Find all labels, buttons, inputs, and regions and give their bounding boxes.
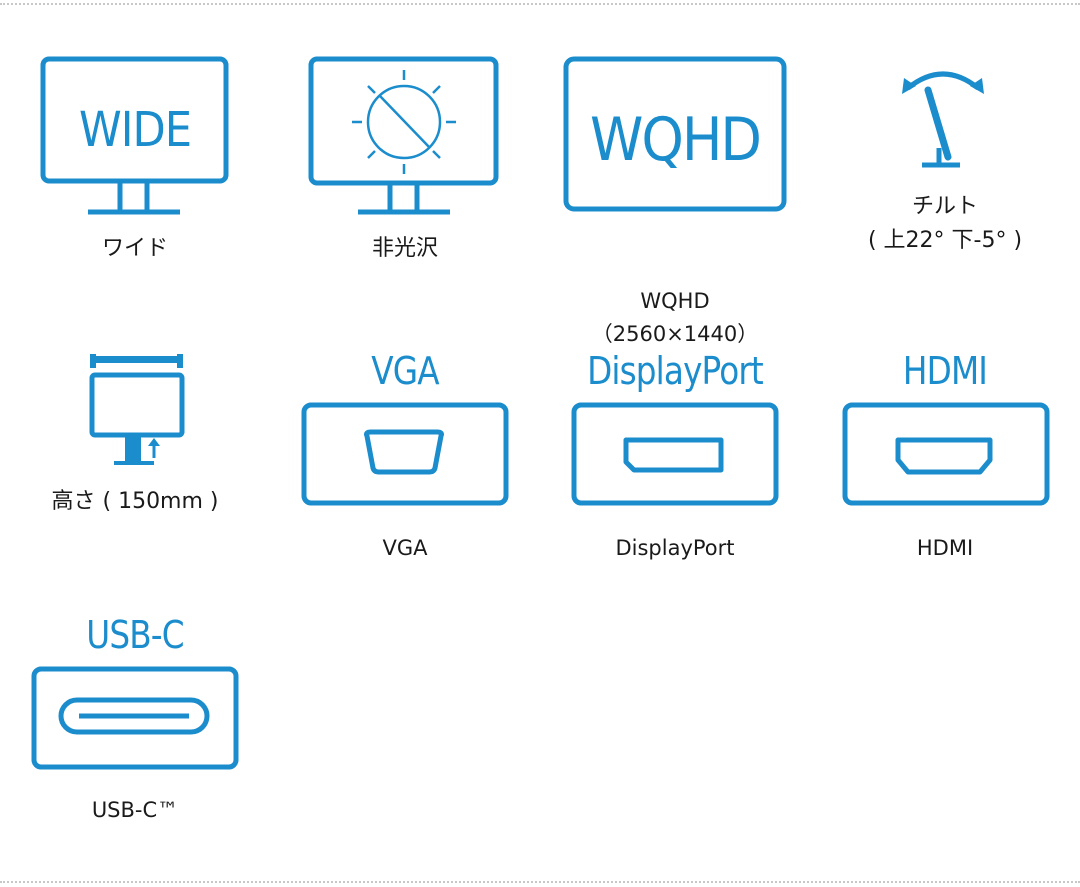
caption-vga: VGA [382,536,428,560]
anti-glare-monitor-icon [308,56,499,215]
hdmi-port-icon [842,402,1050,506]
feature-antiglare: 非光沢 [300,50,510,280]
feature-tilt: チルト ( 上22° 下-5° ) [850,60,1040,260]
caption-tilt-range: ( 上22° 下-5° ) [867,228,1023,253]
caption-antiglare: 非光沢 [371,236,438,261]
feature-displayport: DisplayPort DisplayPort [560,345,790,565]
caption-tilt-title: チルト [911,194,978,219]
bottom-divider [0,881,1080,883]
svg-text:WQHD: WQHD [590,105,760,175]
feature-vga: VGA VGA [295,345,515,565]
usb-c-port-icon [31,666,239,770]
feature-wide: WIDE ワイド [30,50,240,280]
caption-displayport: DisplayPort [615,536,735,560]
feature-hdmi: HDMI HDMI [835,345,1055,565]
tilt-stand-icon [902,71,984,168]
feature-height: 高さ ( 150mm ) [20,350,250,530]
displayport-title: DisplayPort [587,349,764,393]
height-adjust-icon [89,354,185,465]
hdmi-title: HDMI [902,349,988,393]
caption-hdmi: HDMI [916,536,974,560]
vga-title: VGA [371,349,439,393]
svg-text:WIDE: WIDE [79,102,191,158]
feature-usbc: USB-C USB-C™ [25,610,245,830]
vga-port-icon [301,402,509,506]
wide-monitor-icon: WIDE [40,56,229,215]
caption-height: 高さ ( 150mm ) [51,489,219,514]
displayport-port-icon [571,402,779,506]
feature-wqhd: WQHD WQHD （2560×1440） [560,50,790,346]
wqhd-screen-icon: WQHD [563,56,787,212]
top-divider [0,3,1080,5]
caption-wide: ワイド [101,236,168,261]
caption-wqhd-name: WQHD [640,289,710,313]
caption-wqhd-resolution: （2560×1440） [591,322,759,346]
usbc-title: USB-C [86,613,184,657]
caption-usbc: USB-C™ [91,798,179,822]
